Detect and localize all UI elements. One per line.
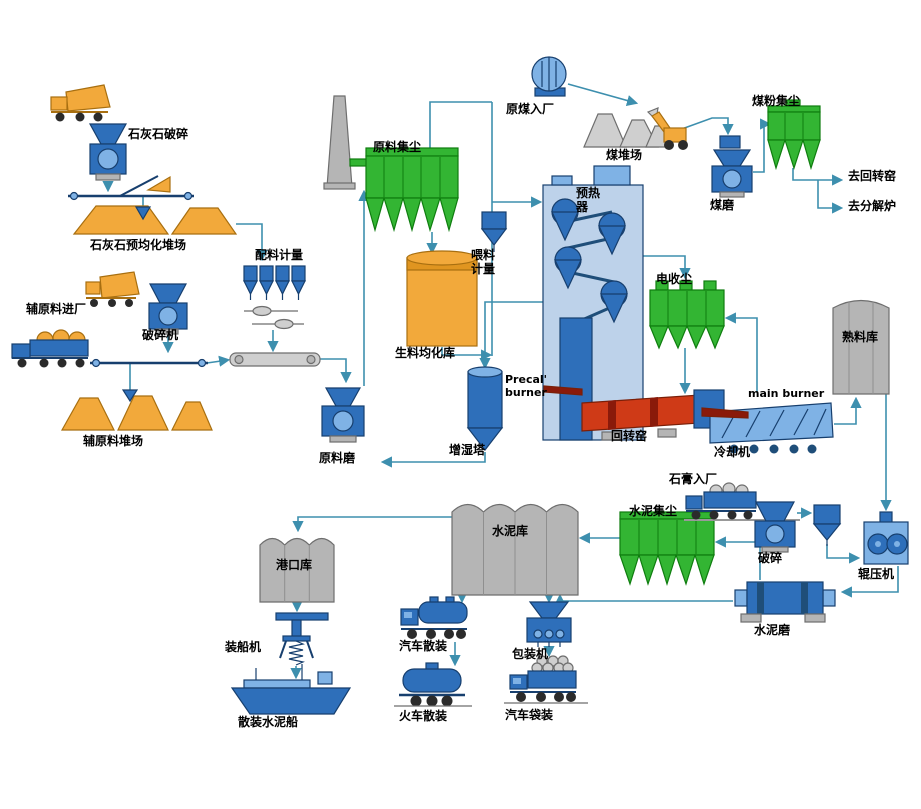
label-ship-loader: 装船机 bbox=[225, 640, 262, 654]
precalciner-burner-icon bbox=[543, 385, 583, 396]
label-train-bulk: 火车散装 bbox=[399, 709, 448, 723]
bulk-tanker-truck-icon bbox=[400, 596, 468, 639]
electrostatic-precipitator-icon bbox=[649, 280, 725, 350]
coal-mill-icon bbox=[711, 135, 753, 198]
exhaust-stack-icon bbox=[323, 95, 368, 190]
label-coal-dust-collector: 煤粉集尘 bbox=[752, 94, 801, 108]
label-to-rotary-kiln: 去回转窑 bbox=[848, 169, 897, 183]
main-burner-icon bbox=[701, 407, 749, 419]
label-feed-metering: 喂料计量 bbox=[471, 248, 496, 276]
label-to-calciner: 去分解炉 bbox=[848, 199, 897, 213]
ship-loader-icon bbox=[275, 612, 329, 666]
label-gypsum-entry: 石膏入厂 bbox=[669, 472, 718, 486]
clinker-cooler-icon bbox=[693, 389, 834, 454]
gypsum-truck-icon bbox=[684, 482, 800, 521]
raw-material-dust-collector-icon bbox=[365, 147, 459, 233]
label-limestone-crushing: 石灰石破碎 bbox=[128, 127, 189, 141]
raw-meal-homogenizing-silo-icon bbox=[406, 250, 478, 347]
limestone-crusher-icon bbox=[88, 123, 128, 181]
roller-press-icon bbox=[863, 511, 909, 565]
clinker-silo-icon bbox=[832, 299, 890, 395]
label-esp: 电收尘 bbox=[656, 272, 693, 286]
port-silo-icon bbox=[259, 537, 335, 603]
label-gypsum-crushing: 破碎 bbox=[758, 551, 783, 565]
label-aux-material-entry: 辅原料进厂 bbox=[26, 302, 87, 316]
label-crusher-machine: 破碎机 bbox=[142, 328, 179, 342]
limestone-stockpile-icon bbox=[72, 205, 238, 235]
label-clinker-silo: 熟料库 bbox=[842, 330, 879, 344]
rail-tank-wagon-icon bbox=[394, 662, 472, 707]
coal-crusher-icon bbox=[531, 56, 567, 97]
aux-stockpile-icon bbox=[60, 389, 213, 431]
label-raw-mill: 原料磨 bbox=[319, 451, 356, 465]
limestone-conveyor-icon bbox=[68, 175, 194, 201]
label-raw-meal-silo: 生料均化库 bbox=[395, 346, 456, 360]
feed-metering-hopper-icon bbox=[480, 211, 508, 252]
label-coal-yard: 煤堆场 bbox=[606, 148, 643, 162]
label-batching-metering: 配料计量 bbox=[255, 248, 304, 262]
label-aux-material-yard: 辅原料堆场 bbox=[83, 434, 144, 448]
cement-dust-collector-icon bbox=[619, 511, 715, 587]
gypsum-crusher-icon bbox=[754, 501, 796, 553]
label-rotary-kiln: 回转窑 bbox=[611, 429, 648, 443]
aux-conveyor-icon bbox=[90, 358, 208, 368]
label-bulk-cement-ship: 散装水泥船 bbox=[238, 715, 299, 729]
label-cement-dust-collector: 水泥集尘 bbox=[629, 504, 678, 518]
label-main-burner: main burner bbox=[748, 387, 825, 400]
label-limestone-yard: 石灰石预均化堆场 bbox=[90, 238, 187, 252]
aux-crusher-icon bbox=[148, 283, 188, 335]
aux-flatbed-truck-icon bbox=[11, 329, 89, 368]
label-truck-bulk: 汽车散装 bbox=[399, 639, 448, 653]
cement-silo-icon bbox=[451, 503, 579, 596]
preheater-tower-icon bbox=[542, 165, 644, 441]
wheel-loader-icon bbox=[646, 107, 688, 150]
humidifier-tower-icon bbox=[466, 366, 504, 451]
batching-conveyor-icon bbox=[229, 352, 321, 367]
label-cement-silo: 水泥库 bbox=[492, 524, 529, 538]
label-cooler: 冷却机 bbox=[714, 445, 751, 459]
bagged-cement-truck-icon bbox=[504, 655, 588, 704]
label-raw-dust-collector: 原料集尘 bbox=[373, 140, 422, 154]
label-cement-mill: 水泥磨 bbox=[754, 623, 791, 637]
coal-dust-collector-icon bbox=[767, 99, 821, 171]
limestone-dump-truck-icon bbox=[50, 84, 111, 122]
label-preheater: 预热器 bbox=[576, 186, 601, 214]
batching-hoppers-icon bbox=[243, 265, 306, 330]
label-port-silo: 港口库 bbox=[276, 558, 313, 572]
label-packing-machine: 包装机 bbox=[512, 647, 549, 661]
label-truck-bagged: 汽车袋装 bbox=[505, 708, 554, 722]
label-raw-coal-entry: 原煤入厂 bbox=[506, 102, 555, 116]
label-humidifier-tower: 增湿塔 bbox=[449, 443, 486, 457]
cement-mill-icon bbox=[734, 581, 836, 623]
additive-hopper-icon bbox=[812, 504, 842, 546]
label-precalciner-burner: Precal' burner bbox=[505, 373, 548, 399]
rotary-kiln-icon bbox=[581, 394, 701, 441]
flow-lines bbox=[102, 83, 899, 680]
label-roller-press: 辊压机 bbox=[858, 567, 895, 581]
label-coal-mill: 煤磨 bbox=[710, 198, 735, 212]
packing-machine-icon bbox=[526, 601, 572, 647]
aux-dump-truck-icon bbox=[85, 271, 140, 307]
bulk-cement-ship-icon bbox=[230, 664, 352, 715]
raw-mill-icon bbox=[321, 387, 365, 443]
